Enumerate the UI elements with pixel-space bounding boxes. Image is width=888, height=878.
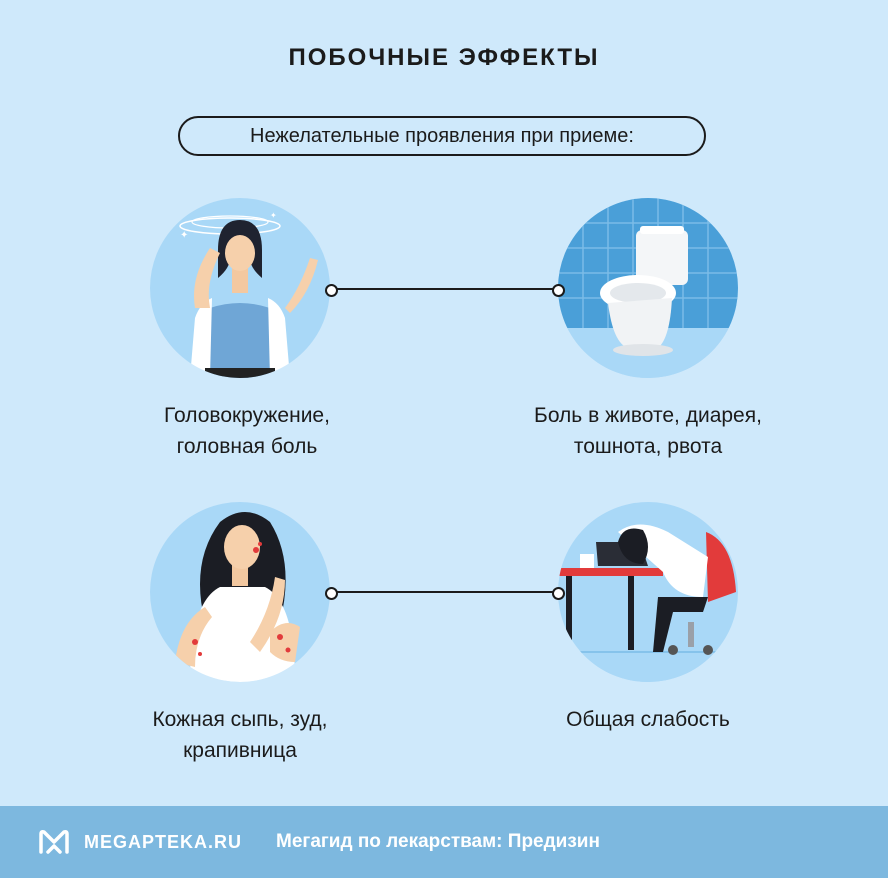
dizzy-woman-icon: ✦ ✦ (150, 198, 330, 378)
connector-node (552, 587, 565, 600)
caption-dizziness: Головокружение, головная боль (77, 400, 417, 462)
subtitle-pill: Нежелательные проявления при приеме: (178, 116, 706, 156)
footer-bar: MEGAPTEKA.RU Мегагид по лекарствам: Пред… (0, 806, 888, 878)
caption-line: Общая слабость (566, 708, 730, 731)
caption-line: Головокружение, (164, 404, 330, 427)
connector-node (325, 284, 338, 297)
caption-line: тошнота, рвота (573, 435, 723, 458)
subtitle-text: Нежелательные проявления при приеме: (250, 124, 634, 147)
brand[interactable]: MEGAPTEKA.RU (38, 828, 242, 856)
connector-line-bottom (330, 591, 558, 593)
brand-name: MEGAPTEKA.RU (84, 831, 243, 852)
svg-text:✦: ✦ (180, 230, 188, 241)
skin-rash-woman-icon (150, 502, 330, 682)
caption-stomach: Боль в животе, диарея, тошнота, рвота (478, 400, 818, 462)
connector-line-top (330, 288, 558, 290)
connector-node (552, 284, 565, 297)
svg-text:✦: ✦ (270, 211, 277, 220)
caption-line: Кожная сыпь, зуд, (152, 708, 328, 731)
connector-node (325, 587, 338, 600)
caption-skin: Кожная сыпь, зуд, крапивница (70, 704, 410, 766)
caption-weakness: Общая слабость (478, 704, 818, 735)
megapteka-logo-icon (39, 830, 69, 854)
footer-text: Мегагид по лекарствам: Предизин (276, 831, 600, 852)
toilet-icon (558, 198, 738, 378)
page-title: ПОБОЧНЫЕ ЭФФЕКТЫ (288, 44, 600, 71)
tired-woman-desk-icon (558, 502, 738, 682)
caption-line: головная боль (176, 435, 318, 458)
caption-line: крапивница (183, 739, 297, 762)
caption-line: Боль в животе, диарея, (534, 404, 762, 427)
